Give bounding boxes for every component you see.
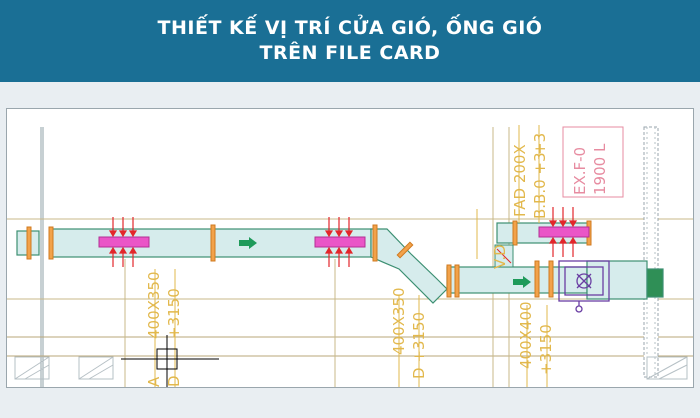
flange-11 xyxy=(396,241,414,259)
fan-body xyxy=(558,260,610,302)
supply-arrows xyxy=(108,207,578,267)
fan-support-icon xyxy=(575,305,583,313)
fad-level-label: +3 xyxy=(531,133,549,155)
flange-7 xyxy=(534,260,540,298)
fan-rotor-icon xyxy=(576,273,592,289)
grille-3-arrows xyxy=(548,207,578,257)
leader-lines xyxy=(154,125,548,387)
hatch-block-3 xyxy=(646,356,688,380)
cad-crosshair xyxy=(121,335,219,387)
sb-label: B.B.0 +3 xyxy=(531,152,549,219)
duct-elbow xyxy=(370,228,448,304)
title-line-1: THIẾT KẾ VỊ TRÍ CỬA GIÓ, ỐNG GIÓ xyxy=(157,17,543,39)
flange-5 xyxy=(446,264,452,298)
flange-2 xyxy=(48,226,54,260)
grille-2-arrows xyxy=(324,217,354,267)
fan-annotations: EX.F-0 1900 L xyxy=(571,143,609,195)
fan-flow-label: 1900 L xyxy=(591,143,609,195)
grille-3 xyxy=(538,226,590,238)
hatch-block-1 xyxy=(14,356,50,380)
cad-drawing: 400X350 +3150 400X350 D +3150 400X400 +3… xyxy=(7,125,693,387)
grille-2 xyxy=(314,236,366,248)
exhaust-fan xyxy=(558,260,610,313)
left-edge-label: A xyxy=(145,376,163,387)
hatch-block-2 xyxy=(78,356,114,380)
grille-1 xyxy=(98,236,150,248)
duct-1-size-label: 400X350 xyxy=(145,271,163,339)
flow-arrows xyxy=(239,237,531,288)
fan-inner xyxy=(564,266,604,296)
flange-4 xyxy=(372,224,378,262)
air-grilles xyxy=(98,226,590,248)
fad-label: FAD 200X xyxy=(511,144,529,217)
flange-1 xyxy=(26,226,32,260)
flange-10 xyxy=(512,220,518,246)
vd-label: V.D xyxy=(491,244,509,269)
bottom-left-label: D xyxy=(165,375,183,387)
floor-hatch xyxy=(14,356,688,380)
grille-1-arrows xyxy=(108,217,138,267)
duct-outlet xyxy=(646,268,664,298)
title-banner: THIẾT KẾ VỊ TRÍ CỬA GIÓ, ỐNG GIÓ TRÊN FI… xyxy=(0,0,700,82)
title-line-2: TRÊN FILE CARD xyxy=(259,42,441,64)
fan-tag-label: EX.F-0 xyxy=(571,147,589,195)
duct-flanges xyxy=(26,220,592,298)
duct-3-level-label: +3150 xyxy=(537,324,555,375)
flange-6 xyxy=(454,264,460,298)
cad-drawing-frame: 400X350 +3150 400X350 D +3150 400X400 +3… xyxy=(6,108,694,388)
flange-3 xyxy=(210,224,216,262)
upper-wall-box xyxy=(562,126,624,198)
room-outline xyxy=(562,126,624,198)
volume-damper xyxy=(494,244,514,268)
duct-1-level-label: +3150 xyxy=(165,288,183,339)
structure-lines xyxy=(7,127,693,387)
wall-hatch-right xyxy=(643,126,659,378)
duct-3-size-label: 400X400 xyxy=(517,301,535,369)
flow-arrow-2 xyxy=(513,276,531,288)
flange-8 xyxy=(548,260,554,298)
flow-arrow-1 xyxy=(239,237,257,249)
